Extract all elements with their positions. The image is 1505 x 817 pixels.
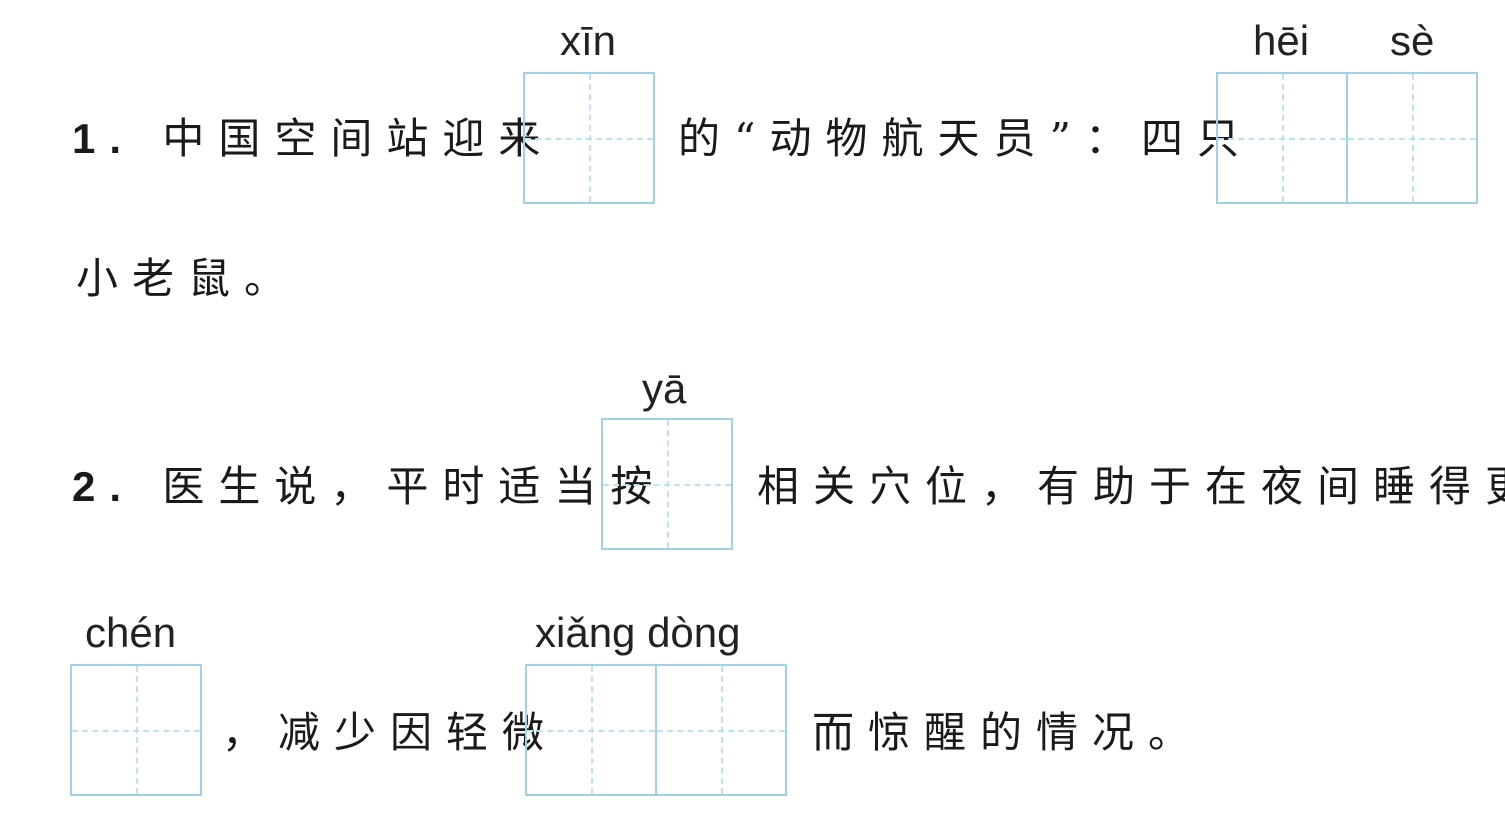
question-2-line-1: 2. 医生说，平时适当按 [72, 466, 666, 508]
tianzige-cell[interactable] [70, 664, 202, 796]
tianzige-cell[interactable] [525, 664, 657, 796]
question-1-text-middle: 的“动物航天员”：四只 [678, 114, 1253, 163]
tianzige-cell[interactable] [523, 72, 655, 204]
question-2-text-before: 医生说，平时适当按 [162, 462, 667, 511]
question-2-number: 2. [72, 463, 136, 510]
pinyin-xin: xīn [560, 17, 617, 64]
tianzige-cell[interactable] [1216, 72, 1348, 204]
pinyin-se: sè [1390, 17, 1435, 64]
question-1-text-after: 小老鼠。 [76, 254, 301, 303]
pinyin-ya: yā [642, 365, 687, 412]
pinyin-chen: chén [85, 609, 177, 656]
tianzige-cell[interactable] [601, 418, 733, 550]
question-2-text-after: 而惊醒的情况。 [812, 708, 1205, 757]
pinyin-xiangdong: xiǎng dòng [535, 609, 741, 656]
question-2-text-2: ，减少因轻微 [222, 708, 559, 757]
pinyin-hei: hēi [1253, 17, 1310, 64]
answer-box-xiangdong[interactable] [525, 664, 787, 796]
question-1-line-1: 1. 中国空间站迎来 [72, 118, 554, 160]
question-1-text-before: 中国空间站迎来 [162, 114, 555, 163]
answer-box-chen[interactable] [70, 664, 202, 796]
question-2-text-middle: 相关穴位，有助于在夜间睡得更 [757, 462, 1505, 511]
question-1-number: 1. [72, 115, 136, 162]
answer-box-heise[interactable] [1216, 72, 1478, 204]
answer-box-xin[interactable] [523, 72, 655, 204]
tianzige-cell[interactable] [1346, 72, 1478, 204]
tianzige-cell[interactable] [655, 664, 787, 796]
answer-box-ya[interactable] [601, 418, 733, 550]
